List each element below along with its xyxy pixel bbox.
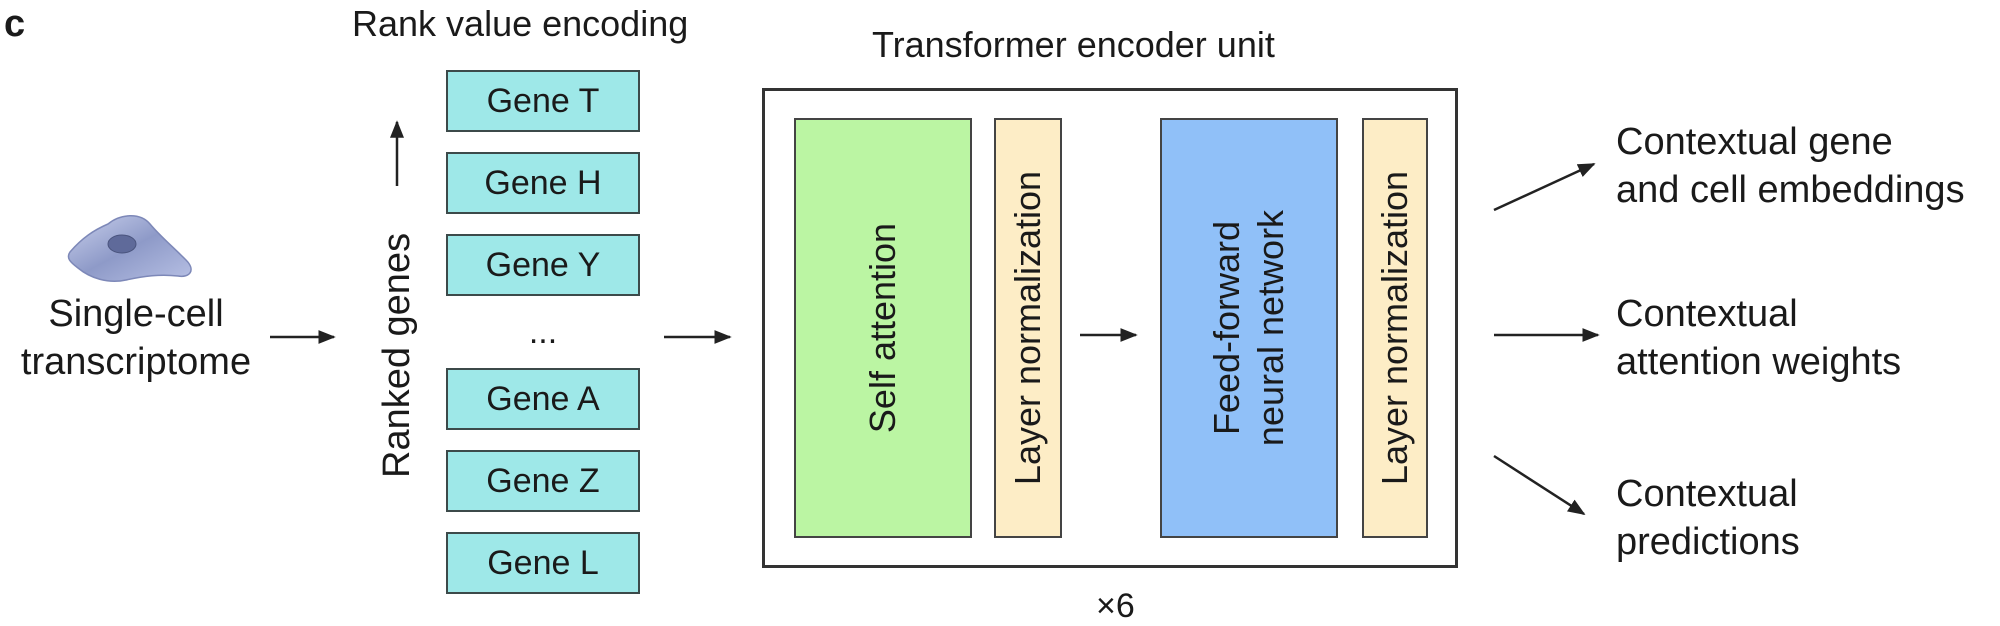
output-predictions: Contextual predictions xyxy=(1616,470,1800,566)
gene-ellipsis: ... xyxy=(528,313,558,351)
output-predictions-line2: predictions xyxy=(1616,521,1800,563)
feed-forward-block: Feed-forward neural network xyxy=(1160,118,1338,538)
gene-box: Gene Y xyxy=(446,234,640,296)
arrow-to-embeddings xyxy=(1493,162,1596,212)
output-embeddings-line1: Contextual gene xyxy=(1616,121,1893,163)
input-label-line2: transcriptome xyxy=(20,341,252,383)
panel-letter: c xyxy=(4,3,26,45)
output-attention-weights: Contextual attention weights xyxy=(1616,290,1901,386)
output-attention-line1: Contextual xyxy=(1616,293,1798,335)
self-attention-block: Self attention xyxy=(794,118,972,538)
input-label-line1: Single-cell xyxy=(48,293,224,335)
gene-box: Gene Z xyxy=(446,450,640,512)
input-label: Single-cell transcriptome xyxy=(0,290,272,386)
output-embeddings: Contextual gene and cell embeddings xyxy=(1616,118,1965,214)
gene-box: Gene L xyxy=(446,532,640,594)
output-embeddings-line2: and cell embeddings xyxy=(1616,169,1965,211)
gene-box: Gene T xyxy=(446,70,640,132)
layer-normalization-block-2: Layer normalization xyxy=(1362,118,1428,538)
cell-icon xyxy=(67,215,192,282)
output-predictions-line1: Contextual xyxy=(1616,473,1798,515)
rank-value-encoding-title: Rank value encoding xyxy=(352,3,689,44)
encoder-title: Transformer encoder unit xyxy=(872,24,1275,65)
gene-box: Gene A xyxy=(446,368,640,430)
output-attention-line2: attention weights xyxy=(1616,341,1902,383)
arrow-to-predictions xyxy=(1493,454,1586,516)
layer-normalization-block-1: Layer normalization xyxy=(994,118,1062,538)
gene-box: Gene H xyxy=(446,152,640,214)
